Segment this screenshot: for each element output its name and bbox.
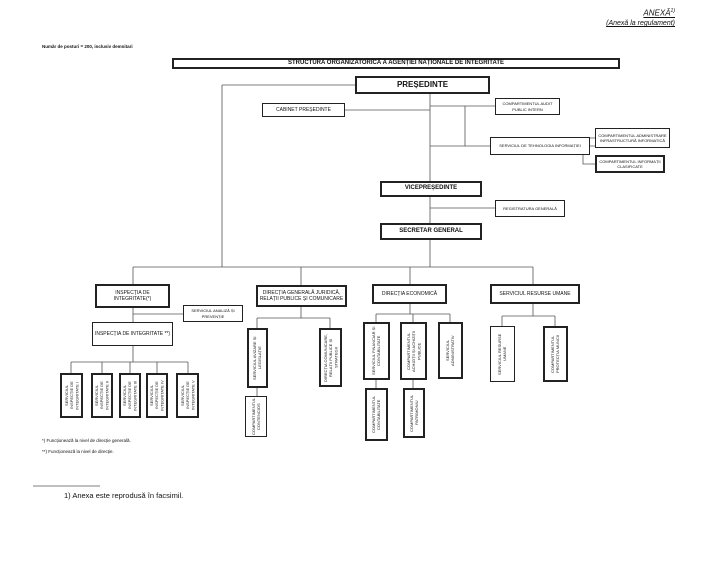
box-contabilitate: COMPARTIMENTUL CONTABILITATE xyxy=(365,388,388,441)
box-inspection-service: SERVICIUL INSPECȚIE DE INTEGRITATE III xyxy=(119,373,141,418)
box-analiza: SERVICIUL ANALIZĂ ȘI PREVENȚIE xyxy=(183,305,243,322)
annex-text: ANEXĂ xyxy=(643,8,671,18)
box-clasificate: COMPARTIMENTUL INFORMAȚII CLASIFICATE xyxy=(595,155,665,173)
box-secretar-general: SECRETAR GENERAL xyxy=(380,223,482,240)
facsimile-note: 1) Anexa este reprodusă în facsimil. xyxy=(64,491,184,500)
annex-subtitle: (Anexă la regulament) xyxy=(606,20,675,27)
box-achizitii: COMPARTIMENTUL ACHIZIȚII ȘI ACHIZIȚII PU… xyxy=(400,322,427,380)
box-administrativ: SERVICIUL ADMINISTRATIV xyxy=(438,322,463,379)
box-serviciul-ru: SERVICIUL RESURSE UMANE xyxy=(490,284,580,304)
contencios-label: COMPARTIMENTUL CONTENCIOS xyxy=(250,397,261,436)
box-directia-juridica: DIRECȚIA GENERALĂ JURIDICĂ, RELAȚII PUBL… xyxy=(256,285,347,307)
patrimoniu-label: COMPARTIMENTUL PATRIMONIU xyxy=(408,394,419,432)
box-patrimoniu: COMPARTIMENTUL PATRIMONIU xyxy=(403,388,425,438)
box-inspection-service: SERVICIUL INSPECȚIE DE INTEGRITATE II xyxy=(91,373,113,418)
footnote-1: *) Funcționează la nivel de direcție gen… xyxy=(42,438,131,443)
inspection-service-label: SERVICIUL INSPECȚIE DE INTEGRITATE IV xyxy=(149,380,165,411)
achizitii-label: COMPARTIMENTUL ACHIZIȚII ȘI ACHIZIȚII PU… xyxy=(405,330,422,372)
financiar-label: SERVICIUL FINANCIAR ȘI CONTABILITATE xyxy=(371,326,382,376)
annex-superscript: 1) xyxy=(670,8,675,14)
box-resurse-umane: SERVICIUL RESURSE UMANE xyxy=(490,326,515,382)
contabilitate-label: COMPARTIMENTUL CONTABILITATE xyxy=(371,395,382,434)
inspection-service-label: SERVICIUL INSPECȚIE DE INTEGRITATE I xyxy=(63,381,80,410)
box-inspectia: INSPECȚIA DE INTEGRITATE(*) xyxy=(95,284,170,308)
inspection-service-label: SERVICIUL INSPECȚIE DE INTEGRITATE III xyxy=(122,380,138,411)
box-ti: SERVICIUL DE TEHNOLOGIA INFORMAȚIEI xyxy=(490,137,590,155)
box-vicepresedinte: VICEPREȘEDINTE xyxy=(380,181,482,197)
box-comunicare: DIRECȚIA COMUNICARE, RELAȚII PUBLICE ȘI … xyxy=(319,328,342,387)
footnote-2: **) Funcționează la nivel de direcție. xyxy=(42,449,114,454)
box-inspectia-2: INSPECȚIA DE INTEGRITATE **) xyxy=(92,322,173,346)
comunicare-label: DIRECȚIA COMUNICARE, RELAȚII PUBLICE ȘI … xyxy=(322,333,339,382)
box-audit: COMPARTIMENTUL AUDIT PUBLIC INTERN xyxy=(495,98,560,115)
box-cabinet: CABINET PREȘEDINTE xyxy=(262,103,345,117)
protectia-label: COMPARTIMENTUL PROTECȚIA MUNCII xyxy=(550,335,561,374)
box-inspection-service: SERVICIUL INSPECȚIE DE INTEGRITATE IV xyxy=(146,373,168,418)
box-avizare: SERVICIUL AVIZARE ȘI LEGISLAȚIE xyxy=(247,328,268,388)
administrativ-label: SERVICIUL ADMINISTRATIV xyxy=(445,335,456,366)
box-contencios: COMPARTIMENTUL CONTENCIOS xyxy=(245,396,267,437)
box-financiar: SERVICIUL FINANCIAR ȘI CONTABILITATE xyxy=(363,322,390,380)
box-infra: COMPARTIMENTUL ADMINISTRARE INFRASTRUCTU… xyxy=(595,128,670,148)
box-inspection-service: SERVICIUL INSPECȚIE DE INTEGRITATE V xyxy=(176,373,199,418)
box-protectia-muncii: COMPARTIMENTUL PROTECȚIA MUNCII xyxy=(543,326,568,382)
posts-note: Număr de posturi = 200, inclusiv demnita… xyxy=(42,44,133,49)
resurse-label: SERVICIUL RESURSE UMANE xyxy=(497,333,508,375)
box-directia-economica: DIRECȚIA ECONOMICĂ xyxy=(372,284,447,304)
chart-title: STRUCTURA ORGANIZATORICĂ A AGENȚIEI NAȚI… xyxy=(172,58,620,69)
box-registratura: REGISTRATURA GENERALĂ xyxy=(495,200,565,217)
box-presedinte: PREȘEDINTE xyxy=(355,76,490,94)
box-inspection-service: SERVICIUL INSPECȚIE DE INTEGRITATE I xyxy=(60,373,83,418)
inspection-service-label: SERVICIUL INSPECȚIE DE INTEGRITATE V xyxy=(179,380,196,411)
inspection-service-label: SERVICIUL INSPECȚIE DE INTEGRITATE II xyxy=(94,380,110,411)
avizare-label: SERVICIUL AVIZARE ȘI LEGISLAȚIE xyxy=(252,336,263,380)
annex-label: ANEXĂ1) xyxy=(643,8,675,18)
